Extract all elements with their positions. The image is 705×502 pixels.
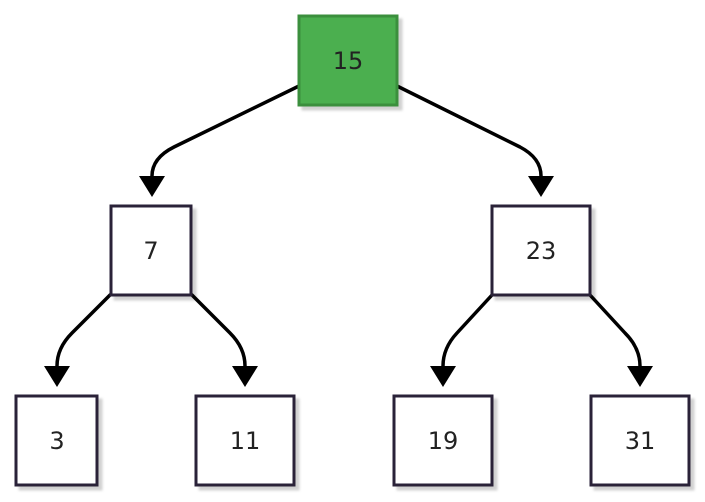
node-label: 31 [625, 427, 656, 455]
edge-23-to-31 [588, 293, 642, 368]
node-label: 15 [333, 47, 364, 75]
arrow-head-icon [139, 176, 165, 197]
tree-node-leaf: 11 [194, 394, 296, 487]
node-box [109, 204, 193, 297]
tree-node-leaf: 3 [14, 394, 99, 487]
edge-23-to-19 [441, 293, 494, 368]
arrow-head-icon [528, 176, 554, 197]
tree-node: 23 [490, 204, 592, 297]
node-label: 19 [428, 427, 459, 455]
node-box [392, 394, 494, 487]
edges [44, 84, 653, 387]
node-box [14, 394, 99, 487]
tree-node-leaf: 19 [392, 394, 494, 487]
tree-node-root: 15 [297, 14, 399, 107]
arrow-head-icon [430, 366, 456, 387]
node-box [297, 14, 399, 107]
edge-7-to-3 [55, 293, 112, 368]
node-label: 7 [143, 237, 158, 265]
node-box [490, 204, 592, 297]
node-label: 3 [49, 427, 64, 455]
node-box [589, 394, 691, 487]
arrow-head-icon [232, 366, 258, 387]
node-label: 23 [526, 237, 557, 265]
edge-7-to-11 [190, 293, 247, 368]
node-label: 11 [230, 427, 261, 455]
edge-15-to-7 [150, 84, 301, 178]
arrow-head-icon [44, 366, 70, 387]
edge-15-to-23 [395, 84, 543, 178]
nodes: 15 7 23 3 11 19 31 [14, 14, 691, 487]
arrow-head-icon [627, 366, 653, 387]
tree-node: 7 [109, 204, 193, 297]
node-box [194, 394, 296, 487]
tree-node-leaf: 31 [589, 394, 691, 487]
